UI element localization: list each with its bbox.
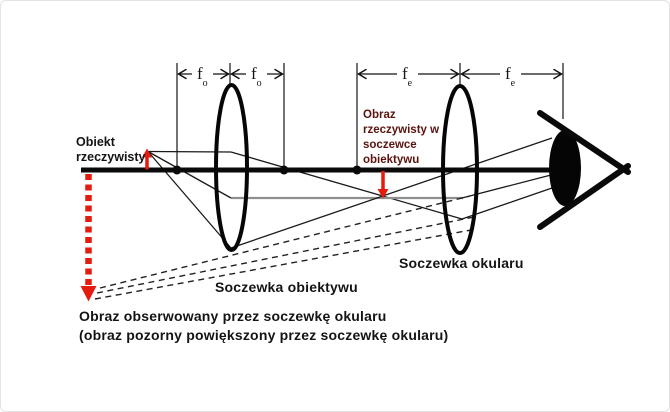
eyelid-top — [537, 110, 631, 175]
focal-point-eyepiece-front — [352, 165, 362, 175]
virtual-image-rays — [94, 195, 475, 300]
light-rays — [147, 137, 553, 249]
eyelid-bottom — [537, 163, 631, 230]
dim-arrowhead-left-icon — [460, 68, 470, 80]
eye-pupil — [549, 130, 581, 206]
real-image-label-line1: Obraz — [363, 109, 396, 121]
dim-arrowhead-left-icon — [357, 68, 367, 80]
focal-point-objective-rear — [279, 165, 289, 175]
virtual-ray-dashed-upper — [99, 195, 471, 289]
dim-arrowhead-right-icon — [274, 68, 284, 80]
label-backing — [246, 61, 267, 86]
dim-arrowhead-left-icon — [230, 68, 240, 80]
dim-arrowhead-right-icon — [553, 68, 563, 80]
object-arrow — [142, 148, 152, 170]
label-backing — [397, 61, 418, 86]
real-image-label-line4: obiektywu — [363, 154, 419, 166]
real-image-arrow-head-icon — [377, 189, 389, 199]
virtual-image-arrow-head-icon — [80, 286, 97, 302]
dim-arrowhead-right-icon — [220, 68, 230, 80]
label-backing — [500, 61, 521, 86]
eyepiece-lens-label: Soczewka okularu — [399, 255, 524, 271]
eyepiece-lens — [441, 84, 479, 255]
observed-image-label-line1: Obraz obserwowany przez soczewkę okularu — [79, 308, 387, 324]
label-backing — [192, 61, 213, 86]
object-label-line1: Obiekt — [76, 135, 116, 149]
objective-lens-label: Soczewka obiektywu — [215, 279, 358, 295]
real-image-label-line2: rzeczywisty w — [363, 124, 439, 136]
ray-through-eyepiece-center — [230, 137, 553, 249]
real-image-label-line3: soczewce — [363, 139, 417, 151]
objective-lens — [214, 83, 249, 252]
virtual-ray-dashed-middle — [96, 216, 475, 294]
focal-dimensions: fo fo fe fe — [176, 61, 564, 168]
virtual-ray-dashed-lower — [94, 229, 472, 300]
dim-arrowhead-right-icon — [450, 68, 460, 80]
real-image-arrow — [377, 171, 389, 199]
focal-point-objective-front — [172, 165, 182, 175]
focal-length-fo-label-2: fo — [251, 64, 262, 89]
focal-length-fo-label-1: fo — [197, 64, 208, 89]
object-label-line2: rzeczywisty — [76, 150, 146, 164]
observed-image-label-line2: (obraz pozorny powiększony przez soczewk… — [79, 327, 448, 343]
focal-length-fe-label-2: fe — [505, 64, 516, 89]
ray-refracted-through-rear-focus — [230, 151, 463, 220]
virtual-image-arrow — [80, 174, 97, 302]
focal-length-fe-label-1: fe — [402, 64, 413, 89]
ray-to-eye-lower — [461, 187, 553, 220]
diagram-labels: Obiekt rzeczywisty Obraz rzeczywisty w s… — [76, 109, 524, 343]
eye-icon — [537, 110, 631, 230]
object-arrow-head-icon — [142, 148, 152, 158]
dim-arrowhead-left-icon — [177, 68, 187, 80]
ray-parallel-from-object — [147, 150, 232, 153]
